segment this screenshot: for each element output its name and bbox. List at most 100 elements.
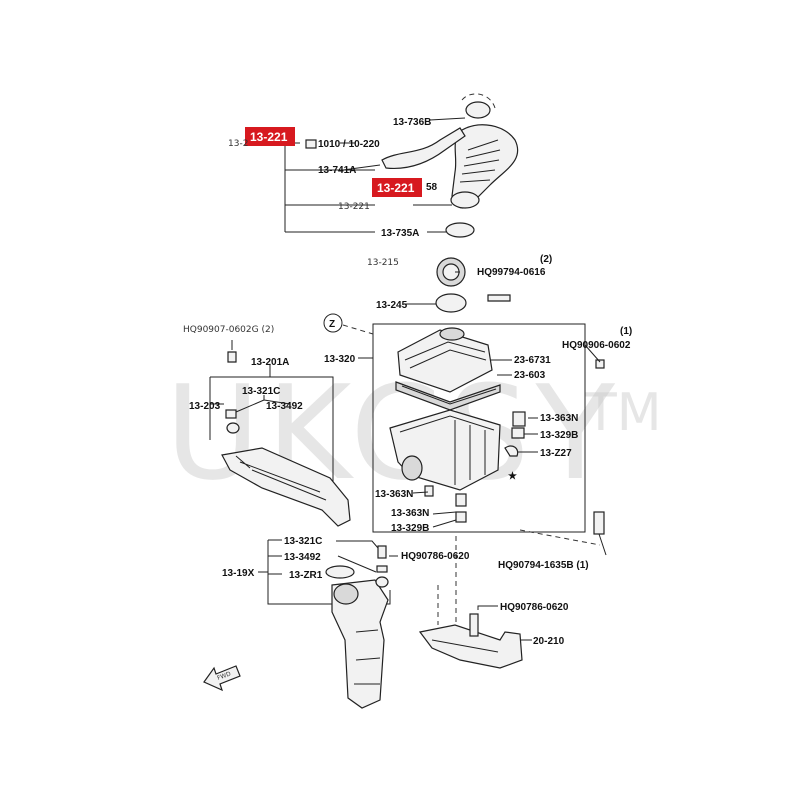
label-13-245: 13-245 [376, 300, 408, 311]
label-13-321C-bottom: 13-321C [284, 536, 322, 547]
bracket-edge [431, 639, 499, 653]
label-qty-2: (2) [540, 254, 552, 265]
label-13-741A: 13-741A [318, 165, 356, 176]
label-HQ90794-1635B: HQ90794-1635B (1) [498, 560, 589, 571]
label-13-221-thin: 13-221 [338, 202, 370, 212]
clamp-dashed-guide [461, 93, 496, 109]
label-13-736B: 13-736B [393, 117, 431, 128]
label-13-Z27: 13-Z27 [540, 448, 572, 459]
clip-13-Z27 [504, 445, 519, 457]
leader-HQ90794 [598, 533, 607, 556]
bolt-HQ90794-1635B [593, 511, 605, 535]
label-13-363N-bottom: 13-363N [391, 508, 429, 519]
collar-13-3492-left [226, 422, 240, 434]
label-23-603: 23-603 [514, 370, 546, 381]
label-star: ★ [508, 471, 517, 482]
highlight-box-13-221-mid [372, 178, 422, 197]
label-13-363N-right: 13-363N [540, 413, 578, 424]
label-1010-10-220: 1010 / 10-220 [318, 139, 380, 150]
bolt-hq99794 [487, 294, 511, 302]
reference-circle-z [323, 313, 343, 333]
grommet-13-363N-left [424, 485, 434, 497]
label-z: Z [329, 319, 335, 330]
upper-hose-clamp [465, 101, 491, 119]
label-13-2-partial: 13-2 [228, 139, 248, 149]
cover-inlet-neck [439, 327, 465, 341]
duct-lower-clamp [445, 222, 475, 238]
fwd-arrow-label: FWD [216, 670, 232, 681]
grommet-13-321C-bottom [376, 565, 388, 573]
z-dashed-line [342, 324, 374, 335]
hose-connector [305, 139, 317, 149]
highlight-label-13-221-top: 13-221 [250, 130, 288, 144]
nut-HQ90907 [227, 351, 237, 363]
resonator-body [331, 579, 389, 709]
label-23-6731: 23-6731 [514, 355, 551, 366]
air-intake-duct [451, 124, 519, 209]
label-13-321C-top: 13-321C [242, 386, 280, 397]
top-leader-bracket [284, 142, 375, 233]
resonator-assembly [325, 545, 389, 709]
grommet-13-321C-left [225, 409, 237, 419]
case-ribs [399, 415, 495, 485]
duct-outlet-flange [450, 191, 480, 209]
air-hose-clamp [435, 293, 467, 313]
resonator-ribs [354, 629, 381, 685]
label-HQ90907-0602G: HQ90907-0602G (2) [183, 325, 274, 335]
label-13-215: 13-215 [367, 258, 399, 268]
highlight-label-13-221-mid: 13-221 [377, 181, 415, 195]
label-13-363N-left: 13-363N [375, 489, 413, 500]
intake-duct-assembly [305, 93, 519, 313]
breather-hose [381, 127, 466, 170]
fresh-air-duct [221, 409, 351, 527]
bolt-HQ90786-left [377, 545, 387, 559]
left-leader-bracket [209, 364, 334, 490]
watermark-text: UKCSY [165, 357, 621, 509]
label-13-19X: 13-19X [222, 568, 255, 579]
grommet-13-363N-bottom [455, 493, 467, 507]
air-filter-element [395, 381, 501, 411]
bracket-leaders [477, 605, 532, 641]
label-20-210: 20-210 [533, 636, 565, 647]
label-13-3492-top: 13-3492 [266, 401, 303, 412]
collar-13-329B-bottom [455, 511, 467, 523]
label-13-203: 13-203 [189, 401, 221, 412]
frame-leader-13-320 [358, 324, 374, 359]
bottom-left-leader-bracket [258, 539, 391, 605]
case-outlet-port [401, 455, 423, 481]
nut-HQ90906 [595, 359, 605, 369]
top-leader-lines [340, 117, 466, 305]
label-58: 58 [426, 182, 438, 193]
label-13-329B-right: 13-329B [540, 430, 578, 441]
cover-ribs [404, 341, 487, 369]
duct-corrugation [459, 139, 501, 183]
label-HQ90906-0602: HQ90906-0602 [562, 340, 631, 351]
air-cleaner-bracket [418, 613, 523, 669]
label-HQ90786-0620-left: HQ90786-0620 [401, 551, 470, 562]
label-13-ZR1: 13-ZR1 [289, 570, 323, 581]
label-qty-1: (1) [620, 326, 632, 337]
label-HQ99794-0616: HQ99794-0616 [477, 267, 546, 278]
collar-13-3492-bottom [375, 576, 389, 588]
air-cleaner-assembly-frame [372, 323, 586, 533]
watermark-trademark: TM [584, 383, 662, 443]
forward-direction-arrow: FWD [203, 665, 241, 692]
highlight-box-13-221-top [245, 127, 295, 146]
bracket-dashed-lines [437, 529, 601, 625]
label-13-201A: 13-201A [251, 357, 289, 368]
label-13-329B-bottom: 13-329B [391, 523, 429, 534]
air-cleaner-box [389, 327, 605, 523]
resonator-seal-ring [325, 565, 355, 579]
fresh-air-duct-ribs [235, 455, 327, 501]
resonator-neck [333, 583, 359, 605]
fwd-arrow-shape [203, 665, 241, 692]
filter-pleats [401, 385, 497, 405]
bolt-HQ90786-right [469, 613, 479, 637]
air-cleaner-cover [397, 329, 493, 393]
collar-13-329B-right [511, 427, 525, 439]
middle-leader-lines [412, 344, 601, 528]
grommet-13-363N-right [512, 411, 526, 427]
label-13-735A: 13-735A [381, 228, 419, 239]
